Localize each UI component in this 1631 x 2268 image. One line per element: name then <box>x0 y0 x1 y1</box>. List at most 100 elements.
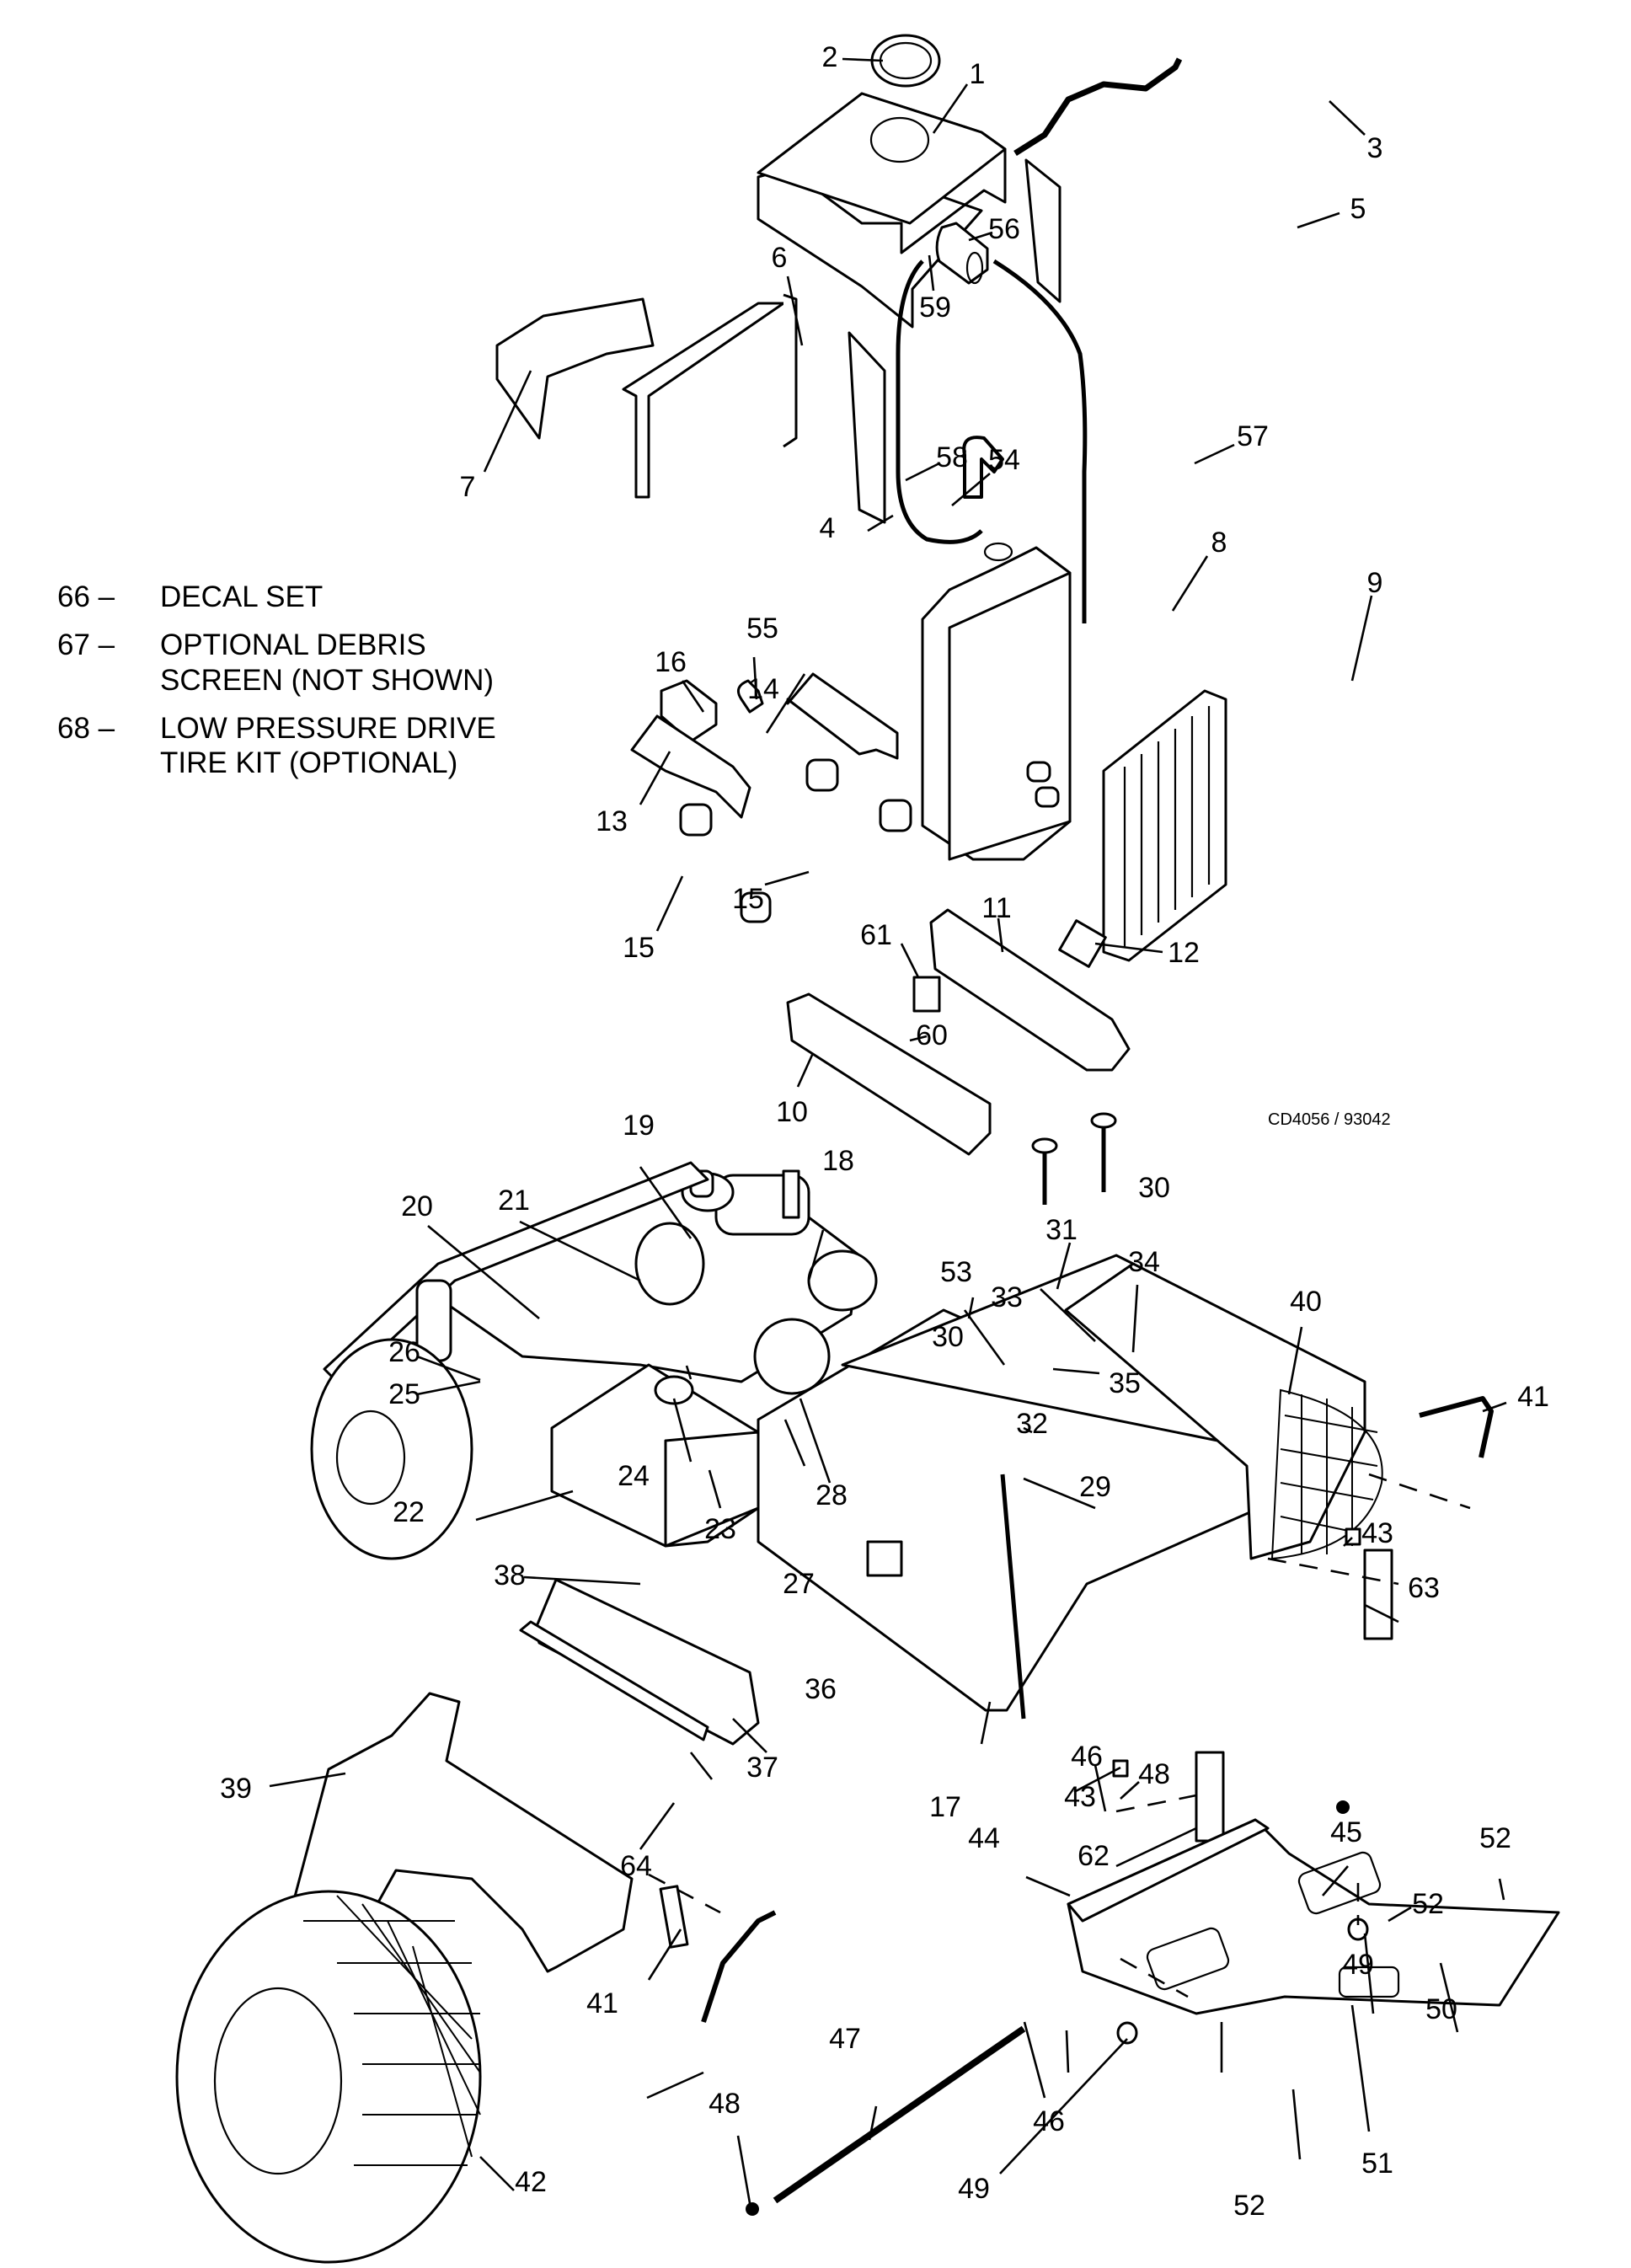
part-48-nut-left <box>746 2202 759 2216</box>
callout-53: 53 <box>940 1256 972 1288</box>
callout-15: 15 <box>623 932 655 964</box>
part-13-bracket <box>630 714 751 819</box>
engine-assembly <box>424 1169 878 1395</box>
front-caster <box>310 1161 709 1560</box>
part-41-handle-left <box>701 1910 777 2023</box>
callout-24: 24 <box>618 1460 650 1492</box>
callout-22: 22 <box>393 1496 425 1528</box>
part-48-nut-right <box>1336 1800 1350 1814</box>
part-15-mounts <box>679 758 1060 923</box>
callout-52: 52 <box>1233 2190 1265 2222</box>
part-49-bumper <box>1116 2021 1138 2045</box>
callout-45: 45 <box>1330 1816 1362 1848</box>
callout-54: 54 <box>988 444 1020 476</box>
callout-4: 4 <box>819 512 836 544</box>
callout-28: 28 <box>816 1479 848 1511</box>
callout-11: 11 <box>981 892 1012 924</box>
part-62-bracket <box>1195 1751 1225 1843</box>
callout-21: 21 <box>498 1185 530 1217</box>
callout-29: 29 <box>1079 1471 1111 1503</box>
callout-42: 42 <box>515 2166 547 2198</box>
callout-33: 33 <box>991 1281 1023 1313</box>
callout-60: 60 <box>916 1019 948 1051</box>
callout-58: 58 <box>936 441 968 473</box>
part-9-screen <box>1102 689 1227 962</box>
callout-30: 30 <box>932 1321 964 1353</box>
callout-41: 41 <box>1517 1381 1549 1413</box>
callout-12: 12 <box>1168 937 1200 969</box>
part-40-rear-guard <box>1064 1262 1383 1560</box>
part-63-bracket <box>1363 1549 1393 1640</box>
note-text: OPTIONAL DEBRIS SCREEN (NOT SHOWN) <box>160 629 495 697</box>
part-61-switch <box>912 976 941 1013</box>
note-number: 66 – <box>57 580 115 613</box>
callout-52: 52 <box>1479 1822 1511 1854</box>
callout-27: 27 <box>783 1568 815 1600</box>
callout-5: 5 <box>1350 193 1366 225</box>
callout-57: 57 <box>1237 420 1269 452</box>
callout-26: 26 <box>388 1336 420 1368</box>
callout-55: 55 <box>746 612 778 645</box>
callout-8: 8 <box>1211 527 1227 559</box>
assembly-dashed-lines <box>648 1473 1471 1998</box>
part-11-crossmember <box>929 908 1131 1072</box>
callout-19: 19 <box>623 1110 655 1142</box>
callout-25: 25 <box>388 1378 420 1410</box>
callout-39: 39 <box>220 1773 252 1805</box>
note-number: 67 – <box>57 629 115 662</box>
leader-lines <box>269 57 1507 2204</box>
part-64-plate <box>659 1885 689 1949</box>
callout-38: 38 <box>494 1559 526 1591</box>
part-58-hose <box>896 259 983 544</box>
part-7-shroud <box>495 297 655 440</box>
note-number: 68 – <box>57 711 115 745</box>
callout-51: 51 <box>1361 2148 1393 2180</box>
callout-32: 32 <box>1016 1408 1048 1440</box>
part-42-tire <box>175 1890 482 2264</box>
callout-18: 18 <box>822 1145 854 1177</box>
callout-17: 17 <box>929 1791 961 1823</box>
part-37-strip <box>519 1620 709 1741</box>
part-56-overflow-tank <box>935 222 989 285</box>
callout-34: 34 <box>1128 1246 1160 1278</box>
callout-47: 47 <box>829 2023 861 2055</box>
part-57-hose <box>992 259 1088 623</box>
callout-35: 35 <box>1109 1367 1141 1399</box>
mount-bolts <box>1031 1112 1117 1205</box>
part-16-bracket <box>660 679 718 743</box>
part-55-radiator-hose <box>736 679 764 714</box>
callout-36: 36 <box>805 1673 837 1705</box>
callout-49: 49 <box>958 2173 990 2205</box>
part-4-side-plate <box>848 331 886 524</box>
callout-15: 15 <box>732 883 764 915</box>
callout-3: 3 <box>1366 132 1383 164</box>
callout-62: 62 <box>1078 1840 1110 1872</box>
callout-61: 61 <box>860 919 892 951</box>
callout-59: 59 <box>919 292 951 324</box>
callout-40: 40 <box>1290 1286 1322 1318</box>
callout-31: 31 <box>1045 1214 1078 1246</box>
part-14-bracket <box>786 672 899 760</box>
note-66: 66 – DECAL SET <box>57 580 496 614</box>
callout-10: 10 <box>776 1096 808 1128</box>
callout-44: 44 <box>968 1822 1000 1854</box>
part-8-radiator <box>921 542 1072 861</box>
callout-6: 6 <box>771 242 788 274</box>
callout-46: 46 <box>1033 2105 1065 2137</box>
note-68: 68 – LOW PRESSURE DRIVE TIRE KIT (OPTION… <box>57 711 496 781</box>
callout-46: 46 <box>1071 1741 1103 1773</box>
callout-50: 50 <box>1425 1993 1457 2025</box>
callout-7: 7 <box>459 471 476 503</box>
part-3-rod <box>1013 57 1183 156</box>
part-36-console <box>533 1578 760 1746</box>
callout-43: 43 <box>1361 1517 1393 1549</box>
callout-16: 16 <box>655 646 687 678</box>
callout-48: 48 <box>709 2088 741 2120</box>
callout-41: 41 <box>586 1987 618 2019</box>
part-54-radiator-hose <box>962 436 1004 499</box>
callout-2: 2 <box>821 41 838 73</box>
notes-list: 66 – DECAL SET 67 – OPTIONAL DEBRIS SCRE… <box>57 580 496 794</box>
callout-48: 48 <box>1138 1758 1170 1790</box>
